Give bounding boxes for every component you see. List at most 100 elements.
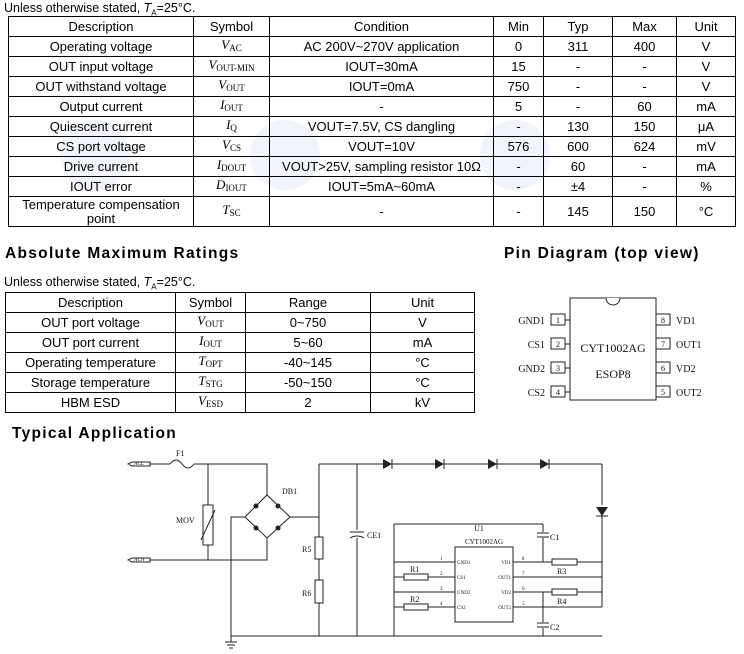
symbol-letter: T: [198, 373, 206, 388]
description-cell: CS port voltage: [8, 136, 194, 157]
description-cell: IOUT error: [8, 176, 194, 197]
column-header: Symbol: [175, 292, 246, 313]
bridge-diode: [275, 525, 281, 531]
pin-name: OUT2: [498, 606, 511, 611]
symbol-letter: I: [199, 333, 204, 348]
pin-number: 5: [522, 602, 525, 607]
symbol-subscript: ESD: [205, 399, 223, 409]
r4-label: R4: [557, 597, 566, 606]
pin-number: 7: [661, 340, 665, 349]
resistor-r5: [314, 536, 324, 560]
pin-name: OUT2: [676, 388, 702, 399]
r1-label: R1: [410, 565, 419, 574]
column-header: Min: [493, 16, 544, 37]
mov-label: MOV: [176, 516, 195, 525]
u1-part-label: CYT1002AG: [465, 538, 503, 546]
symbol-letter: I: [216, 157, 222, 172]
acl-terminal: [126, 461, 151, 467]
pin-name: GND1: [457, 561, 471, 566]
pin-name: OUT1: [676, 340, 702, 351]
c1-label: C1: [550, 533, 559, 542]
conditions-note: Unless otherwise stated, TA=25°C.: [4, 1, 196, 18]
symbol-subscript: IOUT: [225, 183, 247, 193]
ic-u1: [454, 546, 514, 623]
pin-name: CS1: [457, 576, 466, 581]
symbol-letter: V: [222, 137, 230, 152]
pin1-notch: [605, 297, 621, 306]
range-cell: 2: [245, 392, 371, 413]
column-header: Unit: [676, 16, 736, 37]
symbol-cell: TSC: [193, 196, 270, 227]
pin-number: 3: [556, 364, 560, 373]
symbol-subscript: CS: [229, 143, 241, 153]
acn-terminal: [126, 557, 151, 563]
led: [488, 459, 497, 469]
r3-label: R3: [557, 567, 566, 576]
pin-box: [655, 361, 671, 374]
acl-label: ACL: [134, 462, 144, 467]
pin-name: OUT1: [498, 576, 511, 581]
pin-name: CS2: [528, 388, 545, 399]
description-cell: Operating temperature: [5, 352, 176, 373]
ic-package-label: ESOP8: [595, 367, 630, 381]
pin-number: 8: [661, 316, 665, 325]
resistor-r1: [403, 573, 429, 581]
resistor-r3: [551, 558, 578, 566]
wire: [194, 463, 268, 495]
pin-name: VD1: [676, 316, 695, 327]
pin-box: [655, 313, 671, 326]
symbol-letter: V: [198, 393, 206, 408]
typ-cell: 145: [543, 196, 613, 227]
description-cell: Temperature compensation point: [8, 196, 194, 227]
pin-diagram-title: Pin Diagram (top view): [504, 245, 700, 262]
column-header: Description: [5, 292, 176, 313]
symbol-subscript: OUT-MIN: [216, 63, 255, 73]
pin-number: 8: [522, 557, 525, 562]
abs-conditions-note: Unless otherwise stated, TA=25°C.: [4, 275, 196, 292]
resistor-r6: [314, 579, 324, 604]
description-cell: OUT input voltage: [8, 56, 194, 77]
pin-number: 7: [522, 572, 525, 577]
symbol-letter: D: [216, 177, 226, 192]
pin-number: 1: [556, 316, 560, 325]
condition-cell: VOUT=7.5V, CS dangling: [269, 116, 494, 137]
unit-cell: kV: [370, 392, 475, 413]
range-cell: 0~750: [245, 312, 371, 333]
pin-box: [655, 337, 671, 350]
min-cell: -: [493, 196, 544, 227]
unit-cell: °C: [370, 352, 475, 373]
r2-label: R2: [410, 595, 419, 604]
min-cell: 750: [493, 76, 544, 97]
wire: [150, 538, 268, 561]
symbol-subscript: SC: [229, 208, 241, 218]
unit-cell: °C: [676, 196, 736, 227]
pin-name: GND2: [457, 591, 471, 596]
acn-label: ACN: [134, 558, 145, 563]
condition-cell: IOUT=5mA~60mA: [269, 176, 494, 197]
pin-number: 3: [440, 587, 443, 592]
led: [383, 459, 392, 469]
ce1-plate: [349, 535, 365, 539]
pin-name: GND2: [518, 364, 545, 375]
pin-name: VD1: [501, 561, 511, 566]
symbol-subscript: OUT: [203, 339, 222, 349]
symbol-subscript: OUT: [226, 83, 245, 93]
min-cell: 15: [493, 56, 544, 77]
condition-cell: AC 200V~270V application: [269, 36, 494, 57]
led: [540, 459, 549, 469]
symbol-letter: V: [208, 57, 217, 72]
bridge-diode: [275, 503, 281, 509]
mov-slash: [200, 509, 216, 541]
bridge-rectifier-db1: [244, 494, 291, 539]
condition-cell: -: [269, 196, 494, 227]
ce1-label: CE1: [367, 531, 381, 540]
